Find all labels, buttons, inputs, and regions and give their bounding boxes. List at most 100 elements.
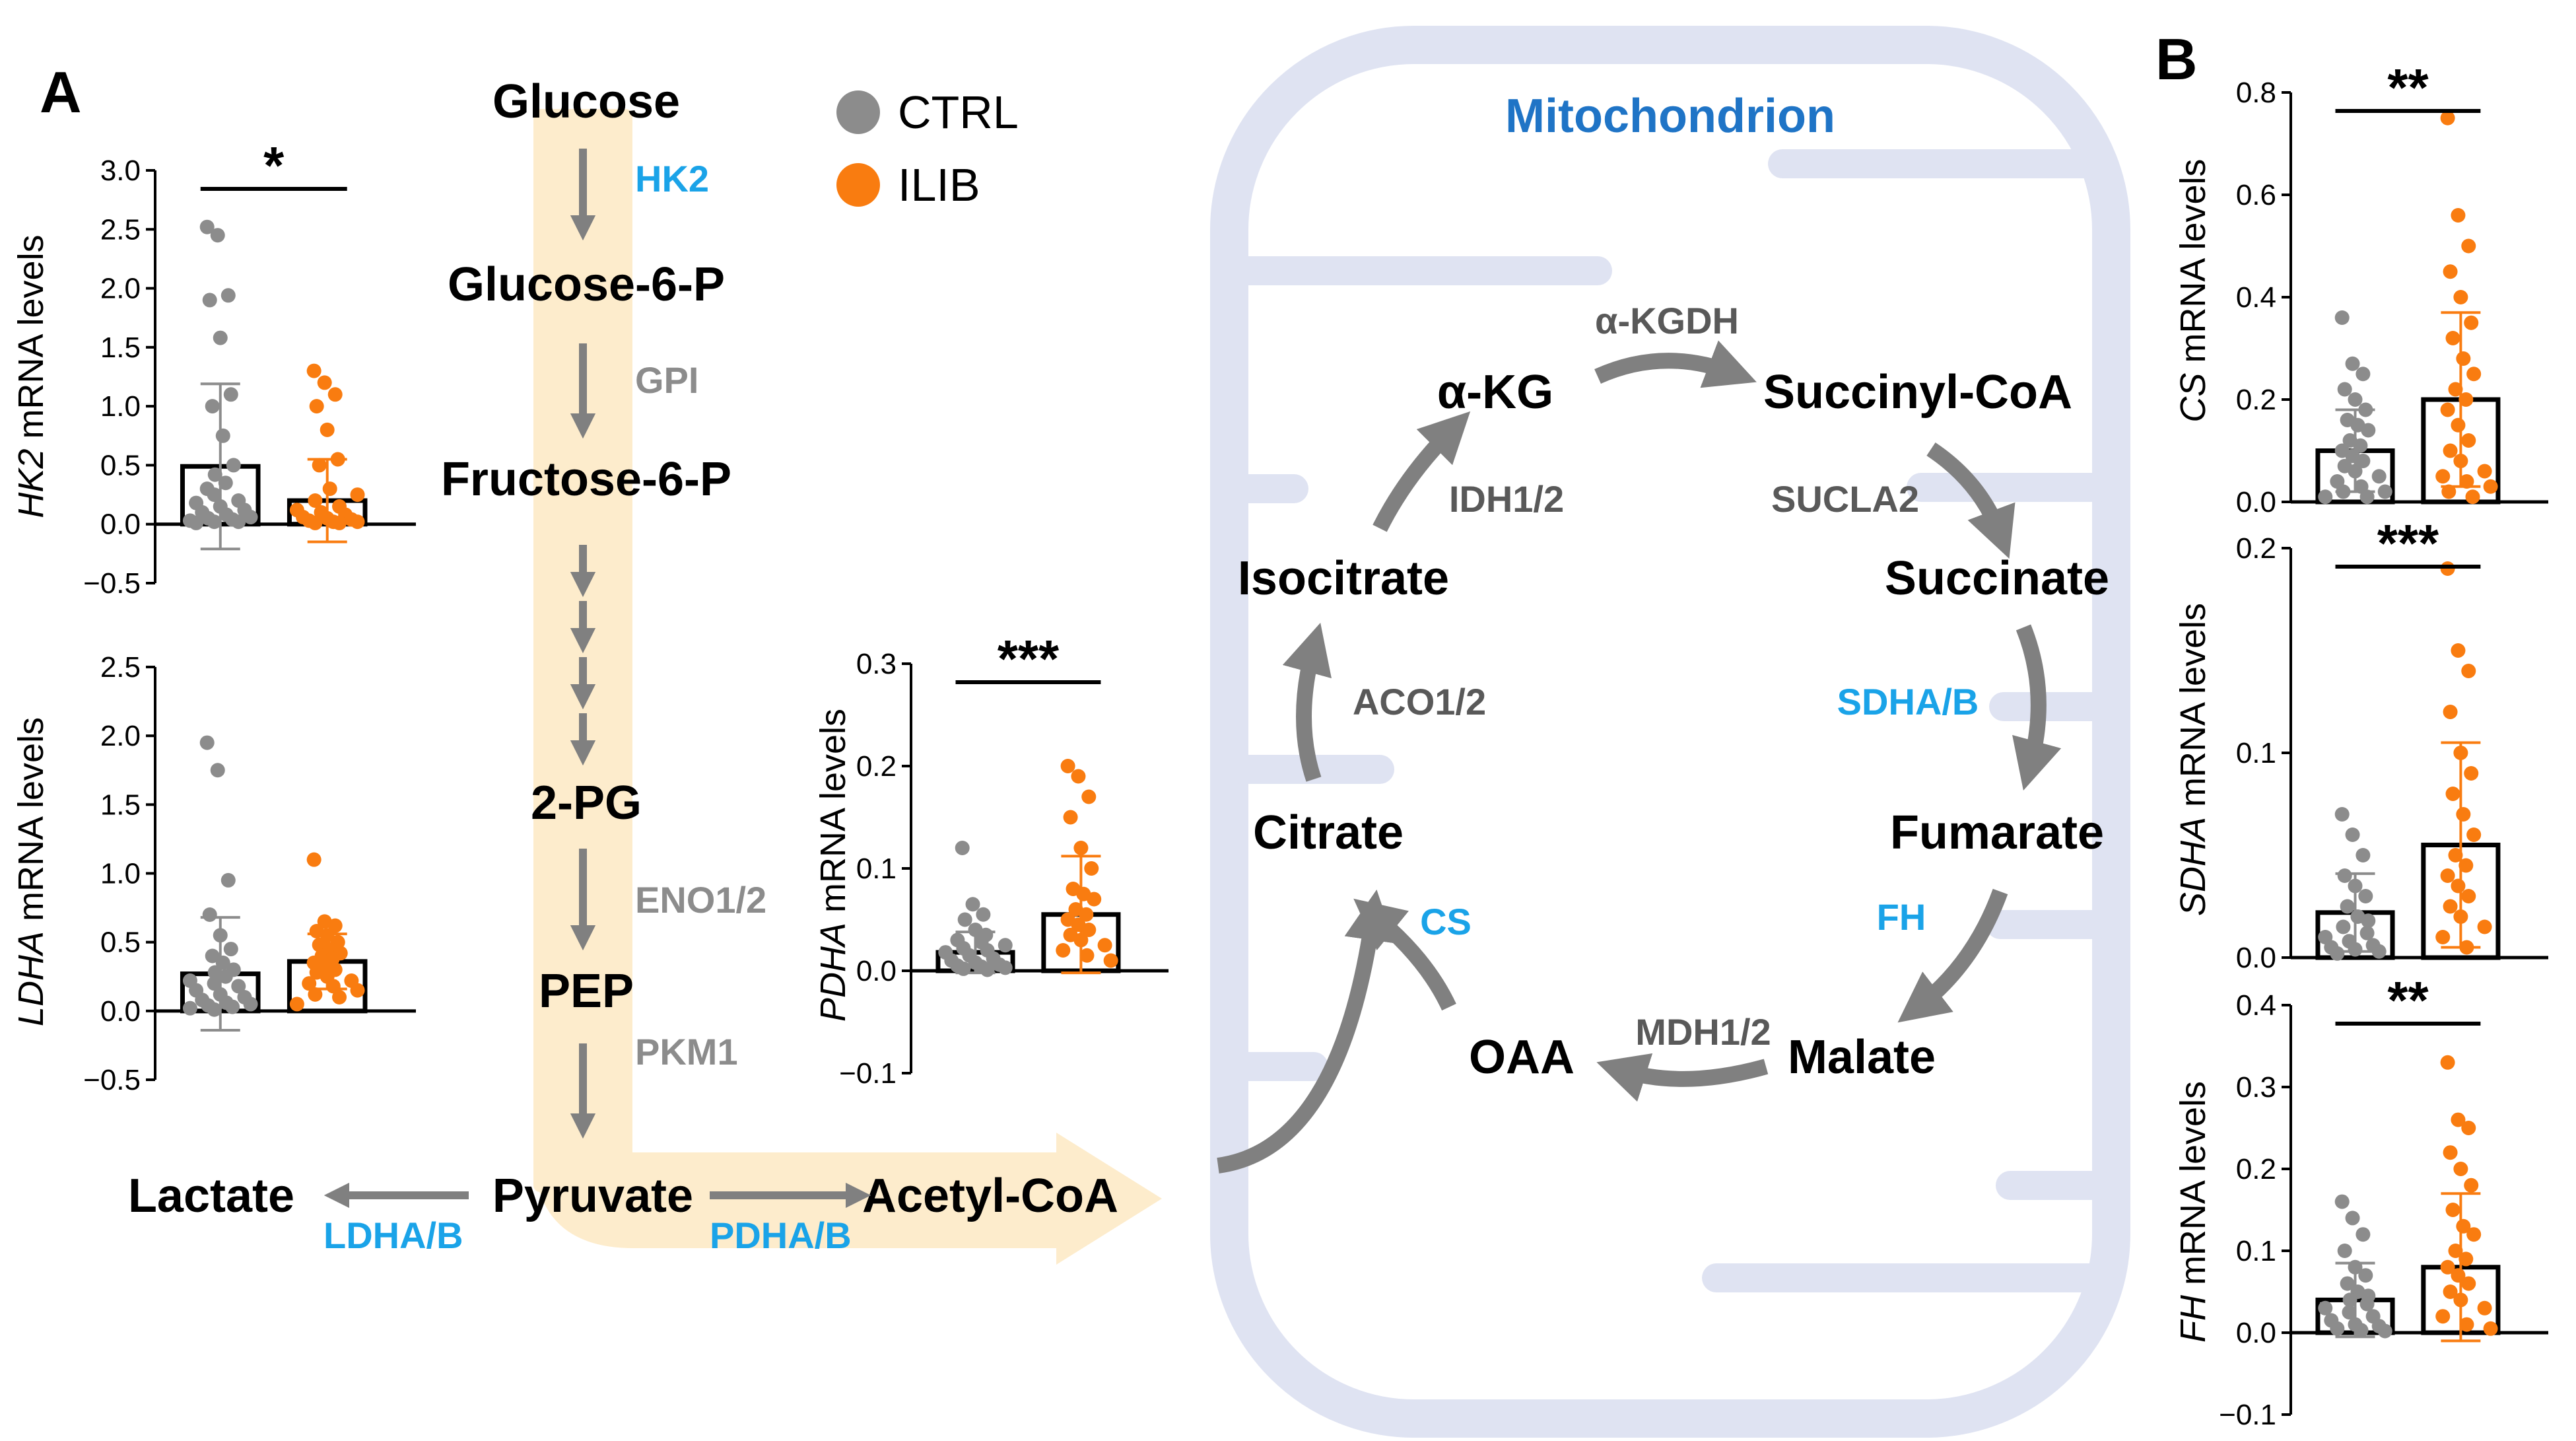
hk2-y-label: HK2 mRNA levels <box>11 234 51 518</box>
ldha-point-ilib <box>332 990 347 1004</box>
hk2-point-ctrl <box>243 510 258 524</box>
pep-label: PEP <box>539 965 634 1018</box>
hk2-point-ctrl <box>207 514 222 530</box>
pdha-tick-label: 0.0 <box>856 955 897 987</box>
fh-point-ilib <box>2443 1284 2458 1299</box>
sdha-point-ilib <box>2453 746 2468 760</box>
hk2-point-ilib <box>309 399 324 414</box>
cs-point-ilib <box>2453 290 2468 304</box>
fh-enzyme-label: FH <box>1877 896 1926 938</box>
cs-point-ilib <box>2466 367 2482 382</box>
ldha-tick-label: 1.0 <box>100 858 141 890</box>
ldha-point-ctrl <box>243 997 258 1012</box>
fh-point-ilib <box>2461 1276 2476 1291</box>
hk2-tick-label: 3.0 <box>100 155 141 187</box>
pdha-point-ctrl <box>976 907 991 922</box>
ldha-point-ilib <box>302 976 317 991</box>
sdha-point-ilib <box>2435 930 2451 944</box>
hk2-point-ilib <box>350 514 365 530</box>
fh-point-ilib <box>2451 1268 2466 1283</box>
ldha-point-ilib <box>308 987 323 1002</box>
cs-point-ilib <box>2461 238 2476 254</box>
hk2-point-ilib <box>312 458 327 473</box>
cs-point-ctrl <box>2356 367 2371 382</box>
hk2-point-ctrl <box>207 487 222 503</box>
sdha-point-ilib <box>2448 848 2463 862</box>
sdha-point-ctrl <box>2361 913 2376 929</box>
fh-point-ilib <box>2456 1218 2471 1234</box>
pdha-tick-label: 0.2 <box>856 750 897 783</box>
ldha-point-ctrl <box>207 976 222 991</box>
cs-tick-label: 0.2 <box>2236 384 2276 416</box>
idh-enzyme-label: IDH1/2 <box>1449 478 1564 520</box>
fh-point-ctrl <box>2318 1300 2333 1316</box>
cs-point-ilib <box>2440 110 2455 125</box>
cs-point-ctrl <box>2361 423 2376 438</box>
pdha-point-ctrl <box>998 938 1013 953</box>
hk2-tick-label: 2.5 <box>100 213 141 246</box>
fh-y-label-suffix: mRNA levels <box>2173 1081 2213 1295</box>
ldha-point-ctrl <box>202 907 217 922</box>
sdha-point-ctrl <box>2340 899 2355 914</box>
cs-point-ilib <box>2441 484 2457 499</box>
eno-enzyme-label: ENO1/2 <box>635 879 766 921</box>
fh-tick-label: 0.0 <box>2236 1317 2276 1349</box>
cs-point-ilib <box>2483 479 2498 494</box>
hk2-point-ilib <box>317 375 332 390</box>
fh-point-ilib <box>2440 1055 2455 1070</box>
ldha-point-ctrl <box>210 763 225 778</box>
fh-point-ilib <box>2453 1162 2468 1176</box>
cs-point-ctrl <box>2359 489 2375 505</box>
ldh-enzyme-label: LDHA/B <box>323 1214 463 1256</box>
hk2-tick-label: 0.5 <box>100 449 141 481</box>
ldha-point-ctrl <box>215 955 230 970</box>
hk2-point-ctrl <box>215 428 230 443</box>
ldha-point-ctrl <box>231 979 246 994</box>
ldha-tick-label: 2.5 <box>100 651 141 684</box>
cs-point-ctrl <box>2356 454 2371 468</box>
cs-y-label-suffix: mRNA levels <box>2173 158 2213 372</box>
sdha-point-ctrl <box>2359 925 2375 940</box>
sdha-y-label-gene: SDHA <box>2173 817 2213 916</box>
legend-ctrl-dot <box>836 90 880 134</box>
fh-point-ilib <box>2451 1112 2466 1127</box>
hk2-point-ctrl <box>199 219 215 234</box>
citrate-label: Citrate <box>1253 806 1404 859</box>
pdha-point-ilib <box>1084 861 1099 876</box>
2-pg-label: 2-PG <box>531 777 642 829</box>
pdha-point-ctrl <box>956 961 971 976</box>
legend-ilib-label: ILIB <box>898 159 980 211</box>
ldha-point-ilib <box>327 918 343 933</box>
ldha-point-ilib <box>320 928 335 943</box>
legend-ilib-dot <box>836 163 880 207</box>
ldha-point-ilib <box>306 852 322 867</box>
legend: CTRL ILIB <box>836 87 1019 211</box>
sucla2-enzyme-label: SUCLA2 <box>1771 478 1919 520</box>
sdha-point-ilib <box>2466 827 2482 842</box>
ldha-point-ctrl <box>205 948 220 964</box>
sdha-significance-stars: *** <box>2377 514 2439 573</box>
fh-point-ctrl <box>2345 1211 2360 1226</box>
hk2-point-ctrl <box>210 228 225 243</box>
sdha-tick-label: 0.0 <box>2236 942 2276 974</box>
arrow-isocitrate-akg <box>1373 411 1471 532</box>
hk2-point-ilib <box>320 422 335 437</box>
sdha-point-ilib <box>2443 899 2458 914</box>
arrow-succinate-fumarate <box>2012 624 2062 791</box>
cs-point-ctrl <box>2318 489 2333 505</box>
fh-point-ilib <box>2440 1259 2455 1275</box>
pdha-point-ilib <box>1056 943 1071 958</box>
sdha-y-label: SDHA mRNA levels <box>2173 603 2213 916</box>
fh-point-ilib <box>2483 1321 2498 1336</box>
pdha-y-label-suffix: mRNA levels <box>813 709 853 923</box>
mdh-enzyme-label: MDH1/2 <box>1635 1011 1771 1053</box>
panel-label-b: B <box>2155 26 2198 92</box>
hk2-point-ctrl <box>189 515 204 530</box>
cs-point-ilib <box>2443 443 2458 458</box>
pdha-point-ctrl <box>965 897 980 912</box>
sdha-point-ilib <box>2453 909 2468 924</box>
tca-cycle: α-KG Succinyl-CoA Succinate Fumarate Mal… <box>1217 300 2109 1174</box>
ldha-point-ilib <box>350 983 365 998</box>
cs-point-ctrl <box>2337 382 2352 397</box>
hk2-point-ctrl <box>226 458 241 473</box>
